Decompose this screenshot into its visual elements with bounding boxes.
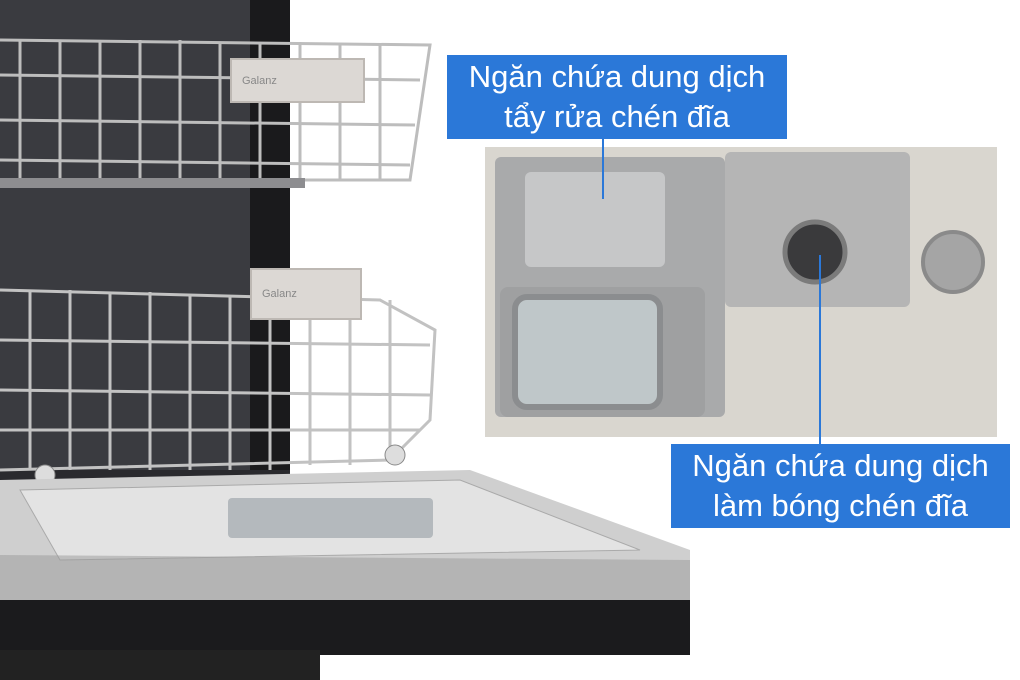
rinse-aid-compartment-callout: Ngăn chứa dung dịch làm bóng chén đĩa xyxy=(671,444,1010,528)
detergent-compartment-callout: Ngăn chứa dung dịch tẩy rửa chén đĩa xyxy=(447,55,787,139)
rinse-aid-leader-line xyxy=(819,255,821,445)
detergent-leader-line xyxy=(602,139,604,199)
callout-line-2: làm bóng chén đĩa xyxy=(712,488,969,523)
brand-label-upper-rack: Galanz xyxy=(230,58,365,103)
brand-label-lower-rack: Galanz xyxy=(250,268,362,320)
callout-line-2: tẩy rửa chén đĩa xyxy=(504,99,730,134)
callout-line-1: Ngăn chứa dung dịch xyxy=(692,448,989,483)
dispenser-closeup-photo xyxy=(485,147,997,437)
callout-line-1: Ngăn chứa dung dịch xyxy=(468,59,766,94)
